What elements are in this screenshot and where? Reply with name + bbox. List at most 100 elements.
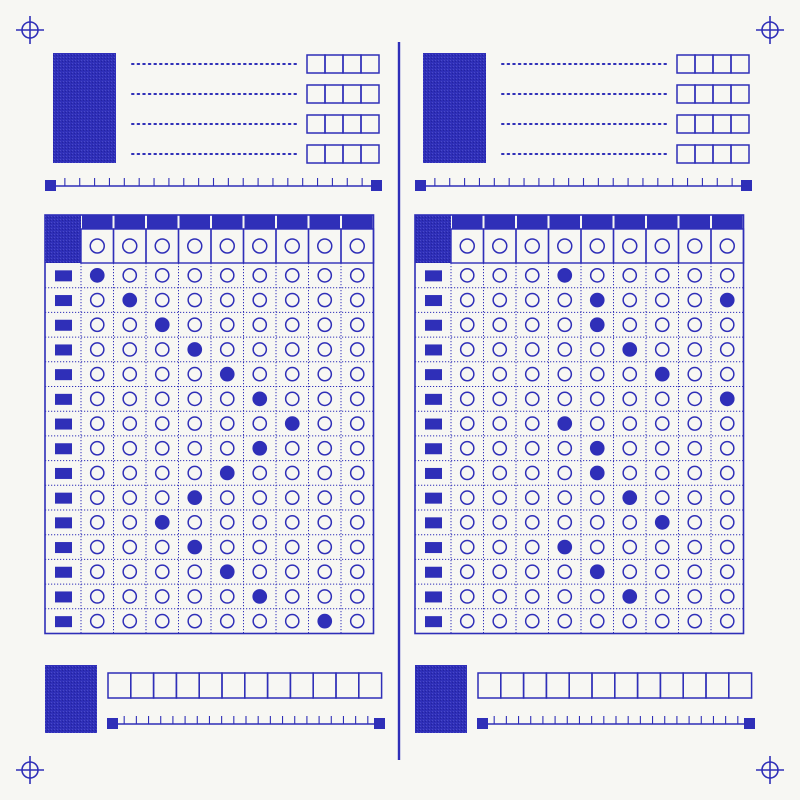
id-box xyxy=(694,54,714,74)
circle-outline-icon xyxy=(459,539,475,555)
column-header-block xyxy=(309,215,340,229)
code-box xyxy=(335,672,360,699)
circle-outline-icon xyxy=(687,292,703,308)
circle-outline-icon xyxy=(187,564,203,580)
circle-outline-icon xyxy=(524,292,540,308)
circle-outline-icon xyxy=(654,416,670,431)
circle-outline-icon xyxy=(122,465,138,481)
code-box xyxy=(130,672,155,699)
circle-outline-icon xyxy=(459,268,475,283)
id-box xyxy=(730,144,750,164)
circle-filled-icon xyxy=(557,268,573,283)
circle-filled-icon xyxy=(187,490,203,505)
row-marker-icon xyxy=(55,393,72,405)
id-box xyxy=(694,84,714,104)
circle-outline-icon xyxy=(187,440,203,456)
circle-outline-icon xyxy=(557,238,573,254)
id-box xyxy=(306,114,326,134)
circle-outline-icon xyxy=(349,268,365,283)
circle-outline-icon xyxy=(284,515,300,530)
circle-outline-icon xyxy=(284,613,300,629)
column-header-cell xyxy=(482,228,517,264)
circle-outline-icon xyxy=(459,317,475,333)
circle-filled-icon xyxy=(589,465,605,481)
circle-outline-icon xyxy=(492,366,508,382)
circle-outline-icon xyxy=(589,238,605,254)
row-marker-icon xyxy=(425,319,442,331)
circle-filled-icon xyxy=(252,589,268,604)
circle-outline-icon xyxy=(187,416,203,431)
id-box xyxy=(712,84,732,104)
circle-filled-icon xyxy=(589,317,605,333)
circle-filled-icon xyxy=(252,391,268,407)
circle-outline-icon xyxy=(154,564,170,580)
circle-outline-icon xyxy=(284,490,300,505)
circle-outline-icon xyxy=(89,564,105,580)
column-header-block xyxy=(244,215,275,229)
column-header-block xyxy=(179,215,210,229)
circle-outline-icon xyxy=(317,539,333,555)
circle-outline-icon xyxy=(459,292,475,308)
circle-outline-icon xyxy=(654,440,670,456)
circle-outline-icon xyxy=(459,416,475,431)
circle-outline-icon xyxy=(284,268,300,283)
circle-outline-icon xyxy=(524,490,540,505)
circle-outline-icon xyxy=(122,490,138,505)
circle-outline-icon xyxy=(349,292,365,308)
circle-outline-icon xyxy=(122,317,138,333)
circle-outline-icon xyxy=(492,342,508,357)
id-box xyxy=(712,144,732,164)
circle-outline-icon xyxy=(349,613,365,629)
id-box xyxy=(712,114,732,134)
circle-outline-icon xyxy=(252,490,268,505)
code-box xyxy=(728,672,753,699)
circle-outline-icon xyxy=(89,515,105,530)
circle-outline-icon xyxy=(687,391,703,407)
code-box xyxy=(636,672,662,699)
grid-corner-block xyxy=(415,215,451,263)
circle-outline-icon xyxy=(284,342,300,357)
circle-outline-icon xyxy=(284,440,300,456)
circle-filled-icon xyxy=(122,292,138,308)
circle-outline-icon xyxy=(122,391,138,407)
circle-outline-icon xyxy=(524,539,540,555)
code-box xyxy=(312,672,337,699)
circle-outline-icon xyxy=(154,539,170,555)
circle-outline-icon xyxy=(349,416,365,431)
circle-outline-icon xyxy=(524,391,540,407)
circle-outline-icon xyxy=(492,416,508,431)
circle-outline-icon xyxy=(654,292,670,308)
circle-outline-icon xyxy=(89,342,105,357)
circle-outline-icon xyxy=(122,342,138,357)
circle-outline-icon xyxy=(349,564,365,580)
row-marker-icon xyxy=(55,542,72,554)
column-header-cell xyxy=(112,228,147,264)
circle-outline-icon xyxy=(349,366,365,382)
circle-filled-icon xyxy=(187,539,203,555)
circle-outline-icon xyxy=(459,342,475,357)
circle-outline-icon xyxy=(492,391,508,407)
circle-outline-icon xyxy=(654,564,670,580)
circle-outline-icon xyxy=(284,465,300,481)
circle-outline-icon xyxy=(89,238,105,254)
circle-filled-icon xyxy=(557,416,573,431)
id-box xyxy=(360,84,380,104)
circle-outline-icon xyxy=(317,589,333,604)
circle-outline-icon xyxy=(459,490,475,505)
id-box xyxy=(360,144,380,164)
id-box xyxy=(324,84,344,104)
circle-outline-icon xyxy=(719,465,735,481)
circle-outline-icon xyxy=(89,416,105,431)
id-box xyxy=(306,144,326,164)
code-box xyxy=(705,672,730,699)
circle-outline-icon xyxy=(349,539,365,555)
circle-outline-icon xyxy=(349,317,365,333)
circle-outline-icon xyxy=(492,238,508,254)
circle-outline-icon xyxy=(524,465,540,481)
circle-outline-icon xyxy=(219,292,235,308)
circle-outline-icon xyxy=(252,539,268,555)
circle-outline-icon xyxy=(687,238,703,254)
circle-outline-icon xyxy=(154,490,170,505)
circle-outline-icon xyxy=(719,268,735,283)
